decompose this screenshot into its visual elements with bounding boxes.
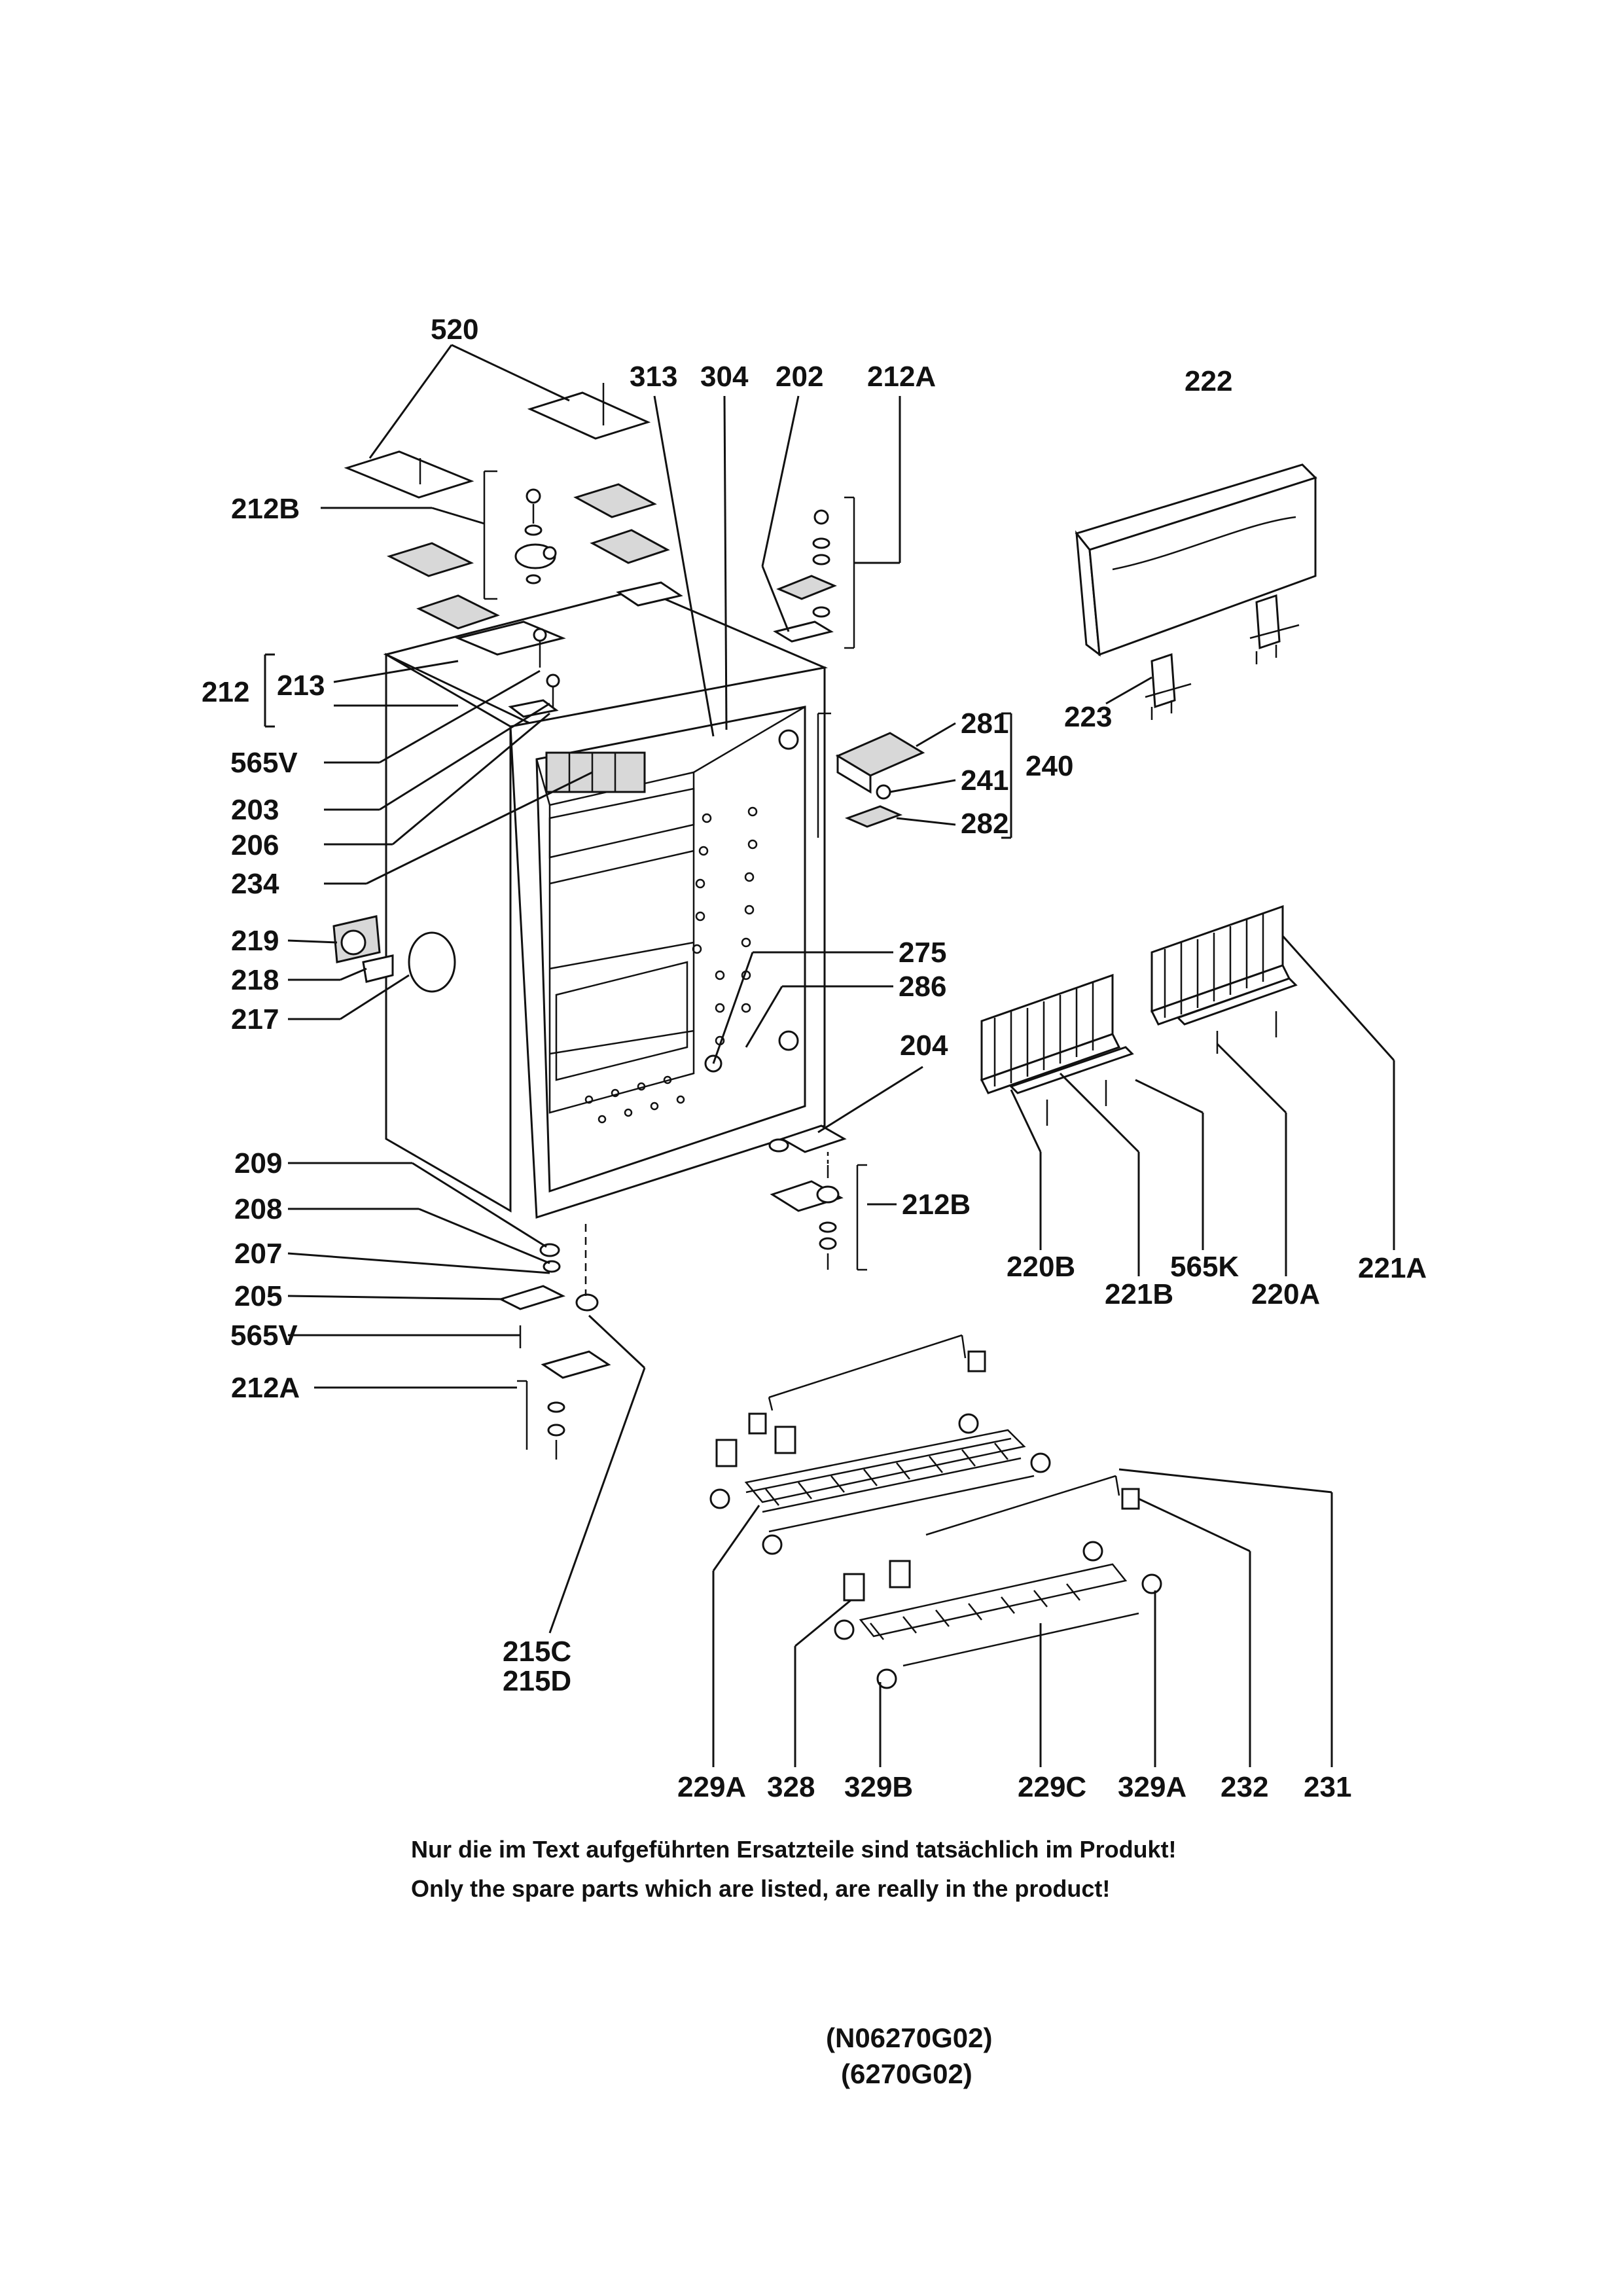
label-212A-bottom: 212A	[231, 1372, 300, 1404]
freezer-door-240	[817, 712, 925, 838]
label-565V-bottom: 565V	[230, 1319, 298, 1352]
label-215C: 215C	[503, 1636, 571, 1668]
label-212B-top: 212B	[231, 493, 300, 525]
wire-shelf-upper	[709, 1412, 1051, 1555]
label-212: 212	[202, 676, 249, 708]
hinge-212A-top	[773, 496, 855, 649]
label-206: 206	[231, 829, 279, 861]
label-220B: 220B	[1007, 1251, 1075, 1283]
shelf-rail-upper	[768, 1334, 986, 1411]
label-219: 219	[231, 925, 279, 957]
label-209: 209	[234, 1147, 282, 1179]
label-304: 304	[700, 361, 749, 393]
label-212A-top: 212A	[867, 361, 936, 393]
label-520: 520	[431, 314, 478, 346]
shelf-support-holes	[692, 806, 758, 1046]
label-205: 205	[234, 1280, 282, 1312]
label-229C: 229C	[1018, 1771, 1086, 1803]
label-222: 222	[1185, 365, 1232, 397]
label-281: 281	[961, 708, 1008, 740]
hinge-212A-bottom	[497, 1243, 611, 1460]
label-240: 240	[1026, 750, 1073, 782]
label-202: 202	[776, 361, 823, 393]
floor-drain-holes	[584, 1075, 685, 1124]
note-english: Only the spare parts which are listed, a…	[411, 1875, 1111, 1902]
fridge-cabinet	[332, 588, 828, 1219]
label-204: 204	[900, 1030, 948, 1062]
note-german: Nur die im Text aufgeführten Ersatzteile…	[411, 1836, 1177, 1863]
hinge-212B-bottom	[768, 1124, 867, 1271]
drawing-code-primary: (N06270G02)	[826, 2022, 993, 2053]
evaporator-220A	[1150, 905, 1298, 1054]
label-203: 203	[231, 794, 279, 826]
label-234: 234	[231, 868, 279, 900]
label-218: 218	[231, 964, 279, 996]
label-232: 232	[1221, 1771, 1268, 1803]
label-282: 282	[961, 808, 1008, 840]
label-221A: 221A	[1358, 1252, 1427, 1284]
label-213: 213	[277, 670, 325, 702]
label-223: 223	[1064, 701, 1112, 733]
label-565V-top: 565V	[230, 747, 298, 779]
label-221B: 221B	[1105, 1278, 1173, 1310]
label-565K: 565K	[1170, 1251, 1239, 1283]
part-labels: 520 313 304 202 212A 222 212B 212 213 56…	[202, 314, 1427, 1803]
label-229A: 229A	[677, 1771, 746, 1803]
label-217: 217	[231, 1003, 279, 1035]
label-241: 241	[961, 764, 1008, 797]
label-313: 313	[630, 361, 677, 393]
label-328: 328	[767, 1771, 815, 1803]
label-275: 275	[899, 937, 946, 969]
label-231: 231	[1304, 1771, 1351, 1803]
hinge-212B-top	[483, 470, 557, 600]
hinge-212-top-screws	[508, 628, 560, 718]
top-covers	[344, 383, 683, 656]
label-212B-bottom: 212B	[902, 1189, 971, 1221]
evaporator-220B	[980, 973, 1134, 1126]
leader-lines	[264, 344, 1395, 1767]
wire-shelf-lower	[834, 1475, 1162, 1689]
label-207: 207	[234, 1238, 282, 1270]
drawing-code-secondary: (6270G02)	[841, 2058, 972, 2089]
label-215D: 215D	[503, 1665, 571, 1697]
label-220A: 220A	[1251, 1278, 1320, 1310]
label-208: 208	[234, 1193, 282, 1225]
label-329B: 329B	[844, 1771, 913, 1803]
label-286: 286	[899, 971, 946, 1003]
label-329A: 329A	[1118, 1771, 1186, 1803]
door-panel-222	[1075, 463, 1317, 720]
